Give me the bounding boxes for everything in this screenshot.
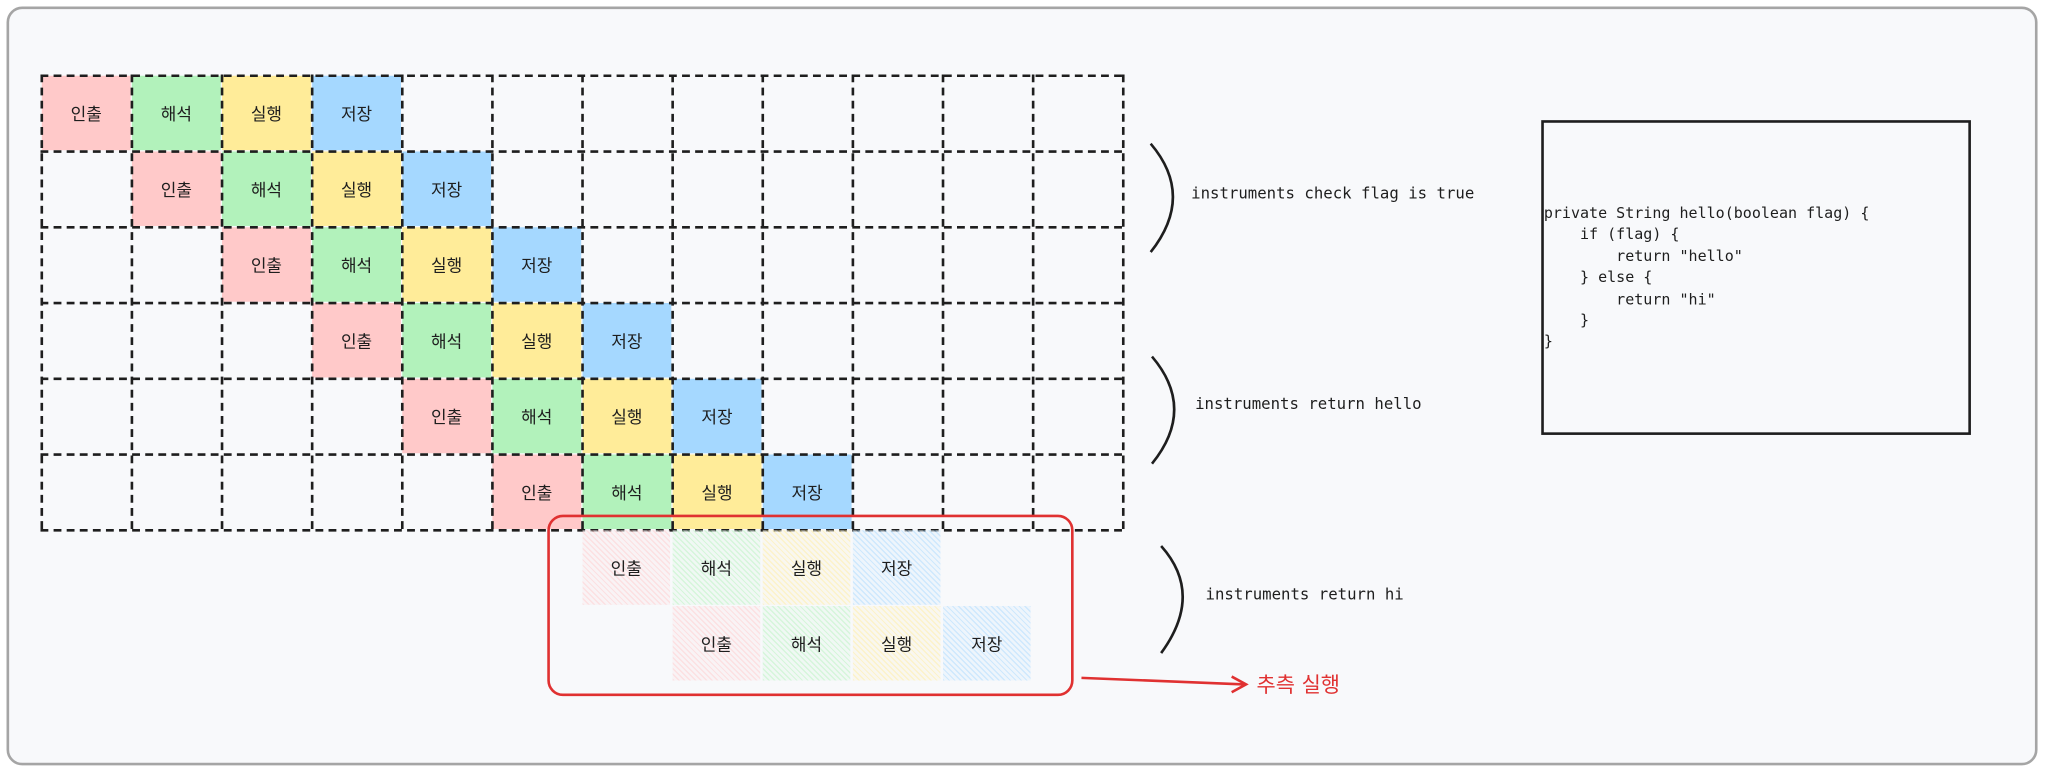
- grid-line-vertical: [1121, 74, 1125, 529]
- stage-cell-decode: 해석: [402, 303, 492, 378]
- stage-cell-execute: 실행: [222, 75, 311, 151]
- speculative-cell-store: 저장: [852, 530, 941, 605]
- stage-cell-execute: 실행: [582, 378, 672, 454]
- speculative-execution-label: 추측 실행: [1256, 672, 1341, 698]
- code-snippet: private String hello(boolean flag) { if …: [1543, 203, 1870, 351]
- stage-cell-store: 저장: [492, 227, 582, 302]
- stage-cell-fetch: 인출: [312, 303, 401, 378]
- grid-line-vertical: [220, 74, 224, 529]
- stage-cell-execute: 실행: [312, 151, 401, 226]
- grid-line-vertical: [581, 74, 584, 529]
- stage-cell-fetch: 인출: [222, 227, 311, 302]
- stage-cell-decode: 해석: [131, 75, 221, 151]
- speculative-cell-fetch: 인출: [672, 606, 761, 681]
- grid-line-horizontal: [40, 528, 1122, 532]
- speculative-cell-store: 저장: [943, 606, 1031, 681]
- grid-line-vertical: [400, 74, 404, 529]
- grid-line-vertical: [941, 74, 945, 529]
- speculative-cell-execute: 실행: [852, 606, 941, 681]
- speculative-cell-execute: 실행: [762, 530, 851, 605]
- code-box: [1541, 120, 1971, 435]
- annotation-return-hi: instruments return hi: [1205, 585, 1404, 604]
- grid-line-vertical: [40, 74, 44, 529]
- stage-cell-decode: 해석: [222, 151, 311, 226]
- stage-cell-fetch: 인출: [402, 378, 492, 454]
- stage-cell-decode: 해석: [492, 378, 582, 454]
- stage-cell-execute: 실행: [402, 227, 492, 302]
- speculative-cell-decode: 해석: [672, 530, 761, 605]
- stage-cell-decode: 해석: [312, 227, 401, 302]
- speculative-cell-fetch: 인출: [582, 530, 671, 605]
- speculative-execution-highlight: [547, 514, 1074, 697]
- stage-cell-store: 저장: [312, 75, 401, 151]
- stage-cell-store: 저장: [582, 303, 672, 378]
- grid-line-vertical: [851, 74, 855, 529]
- grid-line-vertical: [491, 74, 494, 529]
- annotation-check-flag: instruments check flag is true: [1191, 184, 1475, 203]
- grid-line-vertical: [671, 74, 674, 529]
- stage-cell-store: 저장: [672, 378, 762, 454]
- grid-line-vertical: [761, 74, 765, 529]
- grid-line-vertical: [310, 74, 314, 529]
- stage-cell-execute: 실행: [492, 303, 582, 378]
- stage-cell-fetch: 인출: [41, 75, 131, 151]
- annotation-return-hello: instruments return hello: [1195, 394, 1422, 413]
- stage-cell-fetch: 인출: [131, 151, 221, 226]
- stage-cell-store: 저장: [402, 151, 492, 226]
- stage-cell-fetch: 인출: [492, 454, 582, 529]
- grid-line-vertical: [130, 74, 134, 529]
- grid-line-vertical: [1031, 74, 1035, 529]
- speculative-cell-decode: 해석: [762, 606, 851, 681]
